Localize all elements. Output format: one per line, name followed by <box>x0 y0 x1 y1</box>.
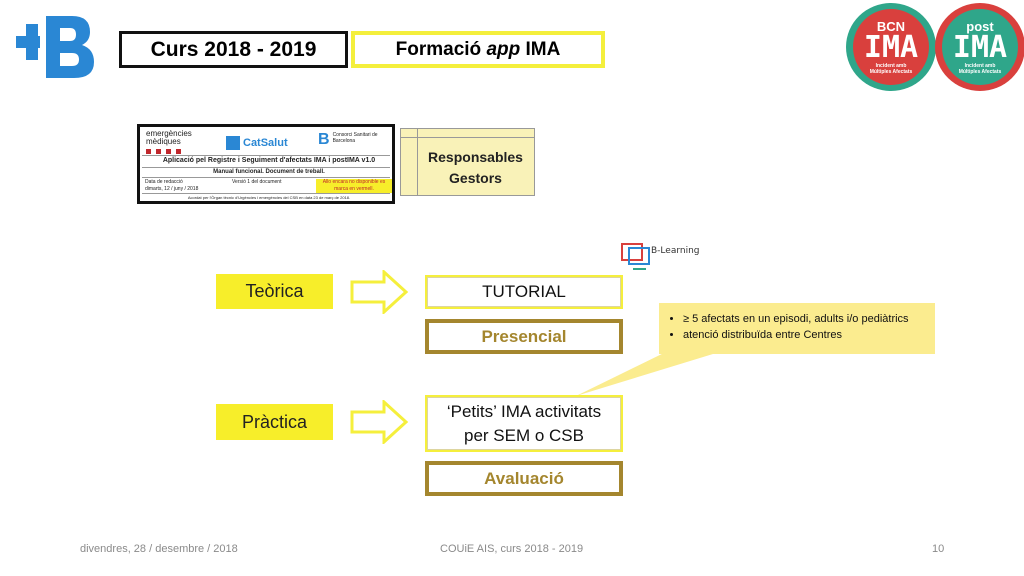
manual-document-thumbnail: emergències mèdiques CatSalut B Consorci… <box>137 124 395 204</box>
course-title-box: Curs 2018 - 2019 <box>119 31 348 68</box>
presencial-box: Presencial <box>425 319 623 354</box>
footer-center: COUiE AIS, curs 2018 - 2019 <box>440 543 584 555</box>
criteria-note: ≥ 5 afectats en un episodi, adults i/o p… <box>659 303 935 354</box>
presencial-label: Presencial <box>481 326 567 346</box>
brand-plus-b-logo <box>16 16 94 78</box>
criteria-item: ≥ 5 afectats en un episodi, adults i/o p… <box>683 311 925 327</box>
practica-box: Pràctica <box>216 404 333 440</box>
avaluacio-label: Avaluació <box>484 468 564 488</box>
responsables-label: Responsables <box>428 149 523 165</box>
page-number: 10 <box>932 543 945 555</box>
callout-pointer <box>576 350 726 396</box>
petits-ima-line2: per SEM o CSB <box>464 425 584 445</box>
course-title: Curs 2018 - 2019 <box>150 37 317 61</box>
csb-logo: B Consorci Sanitari de Barcelona <box>318 131 378 148</box>
petits-ima-box: ‘Petits’ IMA activitats per SEM o CSB <box>425 395 623 452</box>
b-learning-logo: B-Learning <box>620 242 700 272</box>
document-title: Aplicació pel Registre i Seguiment d'afe… <box>162 157 376 164</box>
b-learning-label: B-Learning <box>651 246 700 256</box>
training-title: Formació app IMA <box>395 38 561 60</box>
arrow-right-icon <box>350 400 409 444</box>
petits-ima-line1: ‘Petits’ IMA activitats <box>446 401 602 421</box>
document-footer: Acordat per l'Òrgan tècnic d'Urgències i… <box>187 195 351 200</box>
tutorial-box: TUTORIAL <box>425 275 623 309</box>
document-subtitle: Manual funcional. Document de treball. <box>213 169 325 175</box>
training-title-box: Formació app IMA <box>351 31 605 68</box>
avaluacio-box: Avaluació <box>425 461 623 496</box>
catsalut-icon <box>226 136 240 150</box>
tutorial-label: TUTORIAL <box>482 282 566 301</box>
catsalut-logo: CatSalut <box>226 133 296 153</box>
teorica-box: Teòrica <box>216 274 333 309</box>
arrow-right-icon <box>350 270 409 314</box>
criteria-item: atenció distribuïda entre Centres <box>683 327 925 343</box>
post-ima-logo: post IMA Incident amb Múltiples Afectats <box>935 3 1024 91</box>
teorica-label: Teòrica <box>245 281 304 301</box>
criteria-list: ≥ 5 afectats en un episodi, adults i/o p… <box>667 311 925 343</box>
practica-label: Pràctica <box>241 411 308 432</box>
emergencies-logo: emergències mèdiques <box>146 130 204 156</box>
csb-b-icon: B <box>318 131 330 148</box>
responsables-table: Responsables Gestors <box>400 128 535 196</box>
gestors-label: Gestors <box>449 170 502 186</box>
monitor-icon <box>621 243 650 270</box>
footer-date: divendres, 28 / desembre / 2018 <box>80 543 238 555</box>
bcn-ima-logo: BCN IMA Incident amb Múltiples Afectats <box>846 3 936 91</box>
